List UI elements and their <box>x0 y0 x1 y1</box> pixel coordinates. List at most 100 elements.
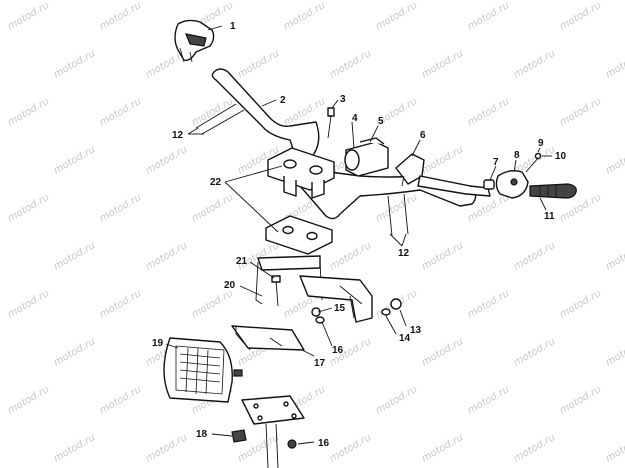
watermark-text: motod.ru <box>52 240 97 272</box>
watermark-text: motod.ru <box>98 192 143 224</box>
watermark-text: motod.ru <box>466 0 511 32</box>
watermark-text: motod.ru <box>236 48 281 80</box>
watermark-text: motod.ru <box>604 240 625 272</box>
watermark-text: motod.ru <box>604 48 625 80</box>
callout-12-left: 12 <box>172 130 184 141</box>
watermark-text: motod.ru <box>466 288 511 320</box>
callout-15: 15 <box>334 303 346 314</box>
watermark-text: motod.ru <box>52 336 97 368</box>
watermark-text: motod.ru <box>466 384 511 416</box>
watermark-text: motod.ru <box>6 96 51 128</box>
handlebar-pad <box>344 137 389 177</box>
callout-16-lower: 16 <box>318 438 330 449</box>
callout-7: 7 <box>493 157 499 168</box>
headlight-bracket <box>255 255 373 323</box>
watermark-text: motod.ru <box>374 0 419 32</box>
watermark-text: motod.ru <box>6 0 51 32</box>
callout-1: 1 <box>230 21 236 32</box>
watermark-text: motod.ru <box>52 48 97 80</box>
watermark-text: motod.ru <box>98 0 143 32</box>
callout-11: 11 <box>544 211 555 222</box>
collar <box>483 179 495 190</box>
callout-10: 10 <box>555 151 567 162</box>
watermark-text: motod.ru <box>144 144 189 176</box>
watermark-text: motod.ru <box>512 432 557 464</box>
watermark-text: motod.ru <box>558 288 603 320</box>
callout-12-right: 12 <box>398 248 410 259</box>
callout-5: 5 <box>378 116 384 127</box>
watermark-text: motod.ru <box>512 240 557 272</box>
throttle-lever <box>395 153 491 197</box>
watermark-text: motod.ru <box>190 192 235 224</box>
callout-9: 9 <box>538 138 544 149</box>
stud-pair-left <box>195 103 245 135</box>
handlebar-cover <box>174 19 215 63</box>
callout-18: 18 <box>196 429 208 440</box>
nut-washer-right <box>381 298 402 316</box>
watermark-text: motod.ru <box>328 48 373 80</box>
watermark-text: motod.ru <box>420 240 465 272</box>
watermark-text: motod.ru <box>190 288 235 320</box>
nut-lower <box>287 439 297 449</box>
callout-2: 2 <box>280 95 286 106</box>
watermark-text: motod.ru <box>466 96 511 128</box>
watermark-text: motod.ru <box>328 432 373 464</box>
watermark-text: motod.ru <box>6 384 51 416</box>
stud-pair-right <box>387 193 409 237</box>
callout-13: 13 <box>410 325 422 336</box>
watermark-text: motod.ru <box>512 336 557 368</box>
watermark-text: motod.ru <box>558 384 603 416</box>
callout-6: 6 <box>420 130 426 141</box>
headlight <box>163 337 243 403</box>
handlebar <box>211 68 477 220</box>
callout-14: 14 <box>399 333 411 344</box>
callout-22: 22 <box>210 177 222 188</box>
callout-20: 20 <box>224 280 236 291</box>
watermark-text: motod.ru <box>98 384 143 416</box>
watermark-text: motod.ru <box>144 240 189 272</box>
handlebar-clamp-lower <box>265 215 333 255</box>
watermark-text: motod.ru <box>558 96 603 128</box>
watermark-text: motod.ru <box>52 144 97 176</box>
callout-16-upper: 16 <box>332 345 344 356</box>
wire-clip <box>231 429 247 443</box>
watermark-text: motod.ru <box>604 336 625 368</box>
callout-17: 17 <box>314 358 326 369</box>
callout-19: 19 <box>152 338 164 349</box>
screw <box>525 152 542 173</box>
bracket-bolt <box>271 275 281 307</box>
callout-8: 8 <box>514 150 520 161</box>
watermark-text: motod.ru <box>6 288 51 320</box>
callout-labels: 1 2 3 4 5 6 7 8 9 10 11 12 12 13 14 15 1… <box>152 21 567 449</box>
watermark-text: motod.ru <box>604 432 625 464</box>
watermark-text: motod.ru <box>98 96 143 128</box>
mounting-plate <box>231 325 305 351</box>
leader-lines <box>165 25 552 445</box>
watermark-text: motod.ru <box>190 96 235 128</box>
watermark-text: motod.ru <box>144 432 189 464</box>
watermark-text: motod.ru <box>420 432 465 464</box>
lower-mount-plate <box>241 395 305 468</box>
watermark-text: motod.ru <box>512 48 557 80</box>
callout-3: 3 <box>340 94 346 105</box>
nut-washer-center <box>311 307 325 324</box>
watermark-text: motod.ru <box>420 336 465 368</box>
watermark-text: motod.ru <box>558 0 603 32</box>
watermark-text: motod.ru <box>328 240 373 272</box>
watermark-text: motod.ru <box>374 384 419 416</box>
watermark-text: motod.ru <box>52 432 97 464</box>
watermark-text: motod.ru <box>6 192 51 224</box>
handlebar-clamp-upper <box>267 147 335 199</box>
watermark-text: motod.ru <box>604 144 625 176</box>
hand-grip <box>529 183 577 199</box>
watermark-text: motod.ru <box>420 48 465 80</box>
switch-housing <box>495 169 529 199</box>
watermark-text: motod.ru <box>420 144 465 176</box>
callout-4: 4 <box>352 113 358 124</box>
watermark-text: motod.ru <box>374 192 419 224</box>
watermark-text: motod.ru <box>282 0 327 32</box>
bolt <box>327 107 335 139</box>
watermark-text: motod.ru <box>98 288 143 320</box>
callout-21: 21 <box>236 256 248 267</box>
